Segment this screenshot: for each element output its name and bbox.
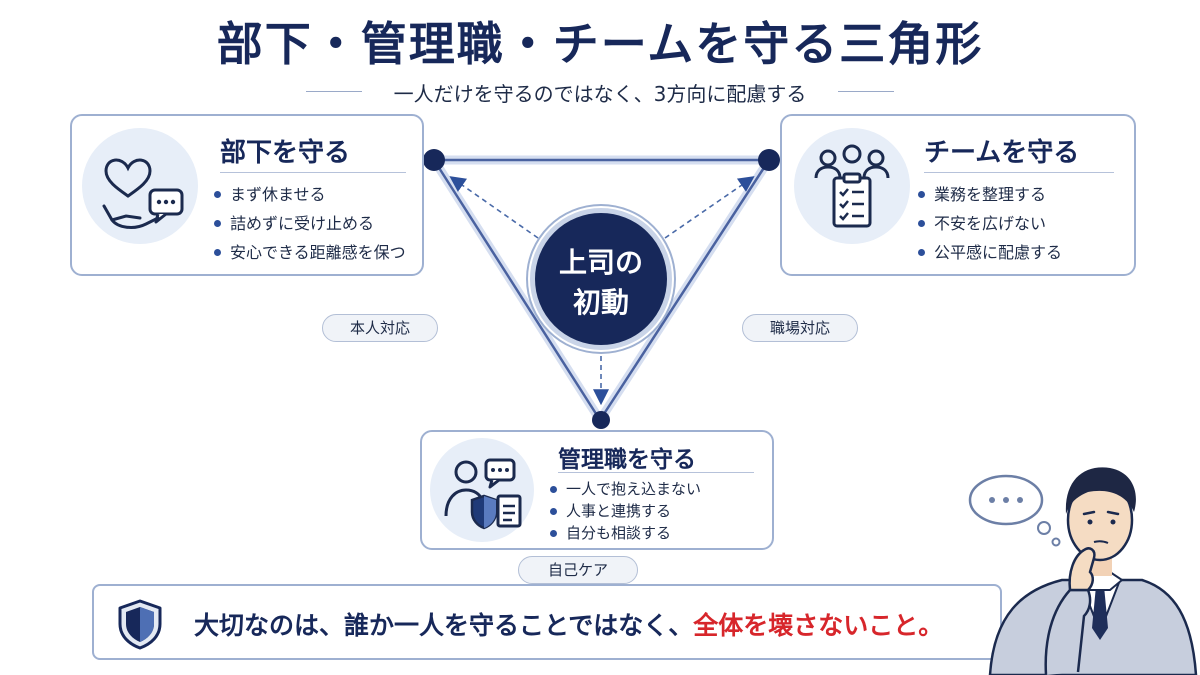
list-item: 業務を整理する [916,180,1062,209]
center-line-1: 上司の [558,246,643,279]
subtitle: 一人だけを守るのではなく、3方向に配慮する [393,82,807,106]
node-bukka [423,149,445,171]
heart-hand-chat-icon-graphic [102,158,184,229]
conclusion-banner: 大切なのは、誰か一人を守ることではなく、全体を壊さないこと。 [92,584,1002,660]
triangle-outline [432,158,771,422]
list-item: 不安を広げない [916,209,1062,238]
subtitle-rule-left [306,91,362,92]
thinking-businessman-illustration [968,467,1198,675]
label-self-care: 自己ケア [518,556,638,584]
hair [1065,467,1136,514]
card-list-team: 業務を整理する 不安を広げない 公平感に配慮する [916,180,1062,267]
list-item: 人事と連携する [548,500,701,522]
person-shield-icon [430,438,534,542]
banner-text-highlight: 全体を壊さないこと。 [693,611,944,640]
center-text: 上司の 初動 [535,243,667,323]
card-title-manager: 管理職を守る [558,447,696,473]
node-kanri [592,411,610,429]
page-title: 部下・管理職・チームを守る三角形 [216,17,984,71]
team-clipboard-icon [794,128,910,244]
card-title-team: チームを守る [924,138,1080,168]
heart-hand-chat-icon [82,128,198,244]
subtitle-row: 一人だけを守るのではなく、3方向に配慮する [0,76,1200,106]
list-item: 安心できる距離感を保つ [212,238,406,267]
card-list-subordinate: まず休ませる 詰めずに受け止める 安心できる距離感を保つ [212,180,406,267]
team-clipboard-icon-graphic [814,144,890,228]
label-self-response: 本人対応 [322,314,438,342]
banner-text-main: 大切なのは、誰か一人を守ることではなく、 [194,611,694,640]
person-shield-icon-graphic [444,458,522,530]
list-item: 公平感に配慮する [916,238,1062,267]
card-list-manager: 一人で抱え込まない 人事と連携する 自分も相談する [548,478,701,544]
card-rule [924,172,1114,173]
list-item: 詰めずに受け止める [212,209,406,238]
card-protect-manager: 管理職を守る 一人で抱え込まない 人事と連携する 自分も相談する [420,430,774,550]
banner-text: 大切なのは、誰か一人を守ることではなく、全体を壊さないこと。 [194,606,943,642]
subtitle-rule-right [838,91,894,92]
list-item: 一人で抱え込まない [548,478,701,500]
shield-icon [118,599,162,650]
card-protect-subordinate: 部下を守る まず休ませる 詰めずに受け止める 安心できる距離感を保つ [70,114,424,276]
list-item: 自分も相談する [548,522,701,544]
center-initial-action: 上司の 初動 [530,208,672,350]
card-title-subordinate: 部下を守る [220,138,351,168]
necktie [1092,586,1108,640]
node-team [758,149,780,171]
thought-bubble-icon [968,474,1061,547]
hand-on-chin [1068,547,1096,592]
center-line-2: 初動 [572,286,629,319]
card-rule [220,172,406,173]
card-protect-team: チームを守る 業務を整理する 不安を広げない 公平感に配慮する [780,114,1136,276]
card-rule [558,472,754,473]
list-item: まず休ませる [212,180,406,209]
label-workplace-response: 職場対応 [742,314,858,342]
